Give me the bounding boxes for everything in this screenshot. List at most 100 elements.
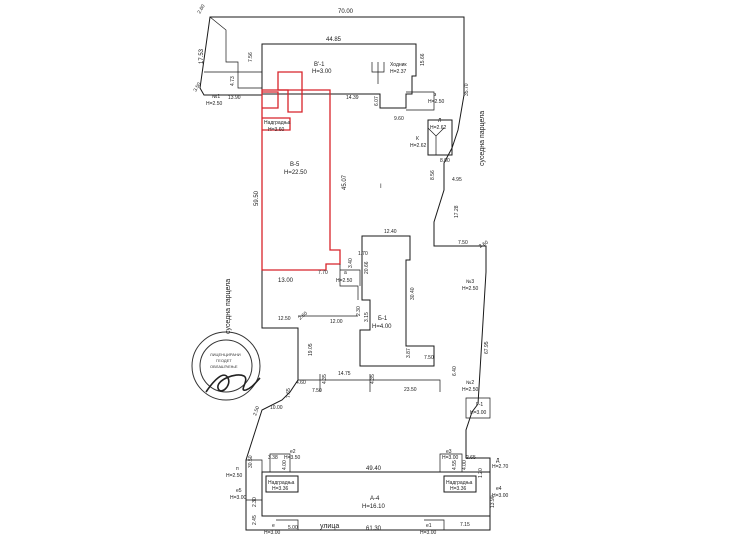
label-a-small: а H=2.50 (336, 270, 352, 284)
svg-text:H=3.00: H=3.00 (470, 410, 486, 416)
dim-23-50: 23.50 (404, 387, 417, 393)
dim-6-07: 6.07 (374, 96, 380, 106)
svg-text:H=2.50: H=2.50 (428, 99, 444, 105)
svg-text:е2: е2 (290, 449, 296, 455)
building-no1 (204, 71, 263, 88)
label-e-bottom: е H=3.00 (264, 523, 280, 536)
parcel-marker: I (380, 184, 382, 190)
svg-text:№3: №3 (466, 279, 474, 285)
svg-text:H=2.62: H=2.62 (430, 125, 446, 131)
dim-49-40: 49.40 (366, 466, 382, 472)
svg-text:ГЕОДЕТ: ГЕОДЕТ (216, 358, 232, 363)
svg-text:H=2.62: H=2.62 (410, 143, 426, 149)
svg-text:К: К (416, 136, 419, 142)
dim-15-66: 15.66 (420, 53, 426, 66)
left-street-step (246, 459, 263, 501)
dim-4-55: 4.55 (452, 460, 458, 470)
dim-4-73: 4.73 (230, 76, 236, 86)
svg-text:№2: №2 (466, 380, 474, 386)
label-d: Д H=2.70 (492, 458, 508, 470)
building-b5 (261, 89, 341, 271)
dim-7-56: 7.56 (248, 52, 254, 62)
dim-8-56: 8.56 (430, 170, 436, 180)
building-a4 (261, 471, 491, 517)
label-e4: е4 H=3.00 (492, 486, 508, 499)
svg-text:Надградња: Надградња (264, 120, 291, 126)
dim-19-05: 19.05 (308, 343, 314, 356)
label-e3: е3 H=3.00 (442, 449, 458, 461)
svg-text:H=16.10: H=16.10 (362, 504, 386, 510)
top-left-step (209, 16, 262, 89)
dim-6-40: 6.40 (452, 366, 458, 376)
building-b-prime-1 (261, 43, 417, 109)
svg-text:H=2.50: H=2.50 (462, 286, 478, 292)
svg-text:H=3.00: H=3.00 (442, 455, 458, 461)
svg-text:е: е (272, 523, 275, 529)
dim-70-00: 70.00 (338, 9, 354, 15)
dim-4-35-b: 4.35 (370, 374, 376, 384)
dim-2-45: 2.45 (252, 515, 258, 525)
svg-text:H=3.00: H=3.00 (312, 69, 332, 75)
dim-67-95: 67.95 (484, 341, 490, 354)
label-b-prime-1: В'-1 H=3.00 (312, 62, 332, 75)
courtyard-line (298, 315, 441, 392)
building-shed (371, 62, 385, 84)
svg-text:H=3.36: H=3.36 (450, 486, 466, 492)
dim-2-60-r: 2.60 (478, 240, 490, 250)
svg-text:Надградња: Надградња (446, 480, 473, 486)
building-g1 (465, 397, 491, 419)
dim-7-70: 7.70 (318, 270, 328, 276)
label-no1: №1 H=2.50 (206, 94, 222, 107)
svg-text:H=2.50: H=2.50 (336, 278, 352, 284)
svg-text:а: а (344, 270, 347, 276)
dim-4-00-a: 4.00 (282, 460, 288, 470)
label-nadgradnja-top: Надградња H=3.60 (264, 120, 291, 133)
nadgradnja-left (265, 475, 299, 493)
dim-3-87: 3.87 (406, 348, 412, 358)
neighbor-left: суседна парцела (225, 279, 232, 334)
dim-30-50: 30.50 (248, 455, 254, 468)
dim-20-66: 20.66 (364, 261, 370, 274)
dim-13-90: 13.90 (228, 95, 241, 101)
dim-14-75: 14.75 (338, 371, 351, 377)
neighbor-right: суседна парцела (479, 111, 486, 166)
street-label: улица (320, 523, 339, 530)
svg-text:H=3.00: H=3.00 (264, 530, 280, 536)
svg-text:H=3.00: H=3.00 (492, 493, 508, 499)
svg-text:е5: е5 (236, 488, 242, 494)
svg-text:H=2.70: H=2.70 (492, 464, 508, 470)
dim-3-40: 3.40 (348, 258, 354, 268)
building-notch (339, 264, 359, 300)
svg-text:Д: Д (496, 458, 500, 464)
dim-2-30: 2.30 (356, 306, 362, 316)
label-e2: е2 H=3.50 (284, 449, 300, 461)
dim-9-60: 9.60 (394, 116, 404, 122)
svg-text:Ходник: Ходник (390, 62, 407, 68)
svg-text:H=3.00: H=3.00 (420, 530, 436, 536)
label-e1: е1 H=3.00 (420, 523, 436, 536)
label-no3: №3 H=2.50 (462, 279, 478, 292)
nadgradnja-top (262, 71, 303, 131)
label-shed: Ходник H=2.37 (390, 62, 407, 75)
dim-7-50-mid: 7.50 (424, 355, 434, 361)
bottom-small-boxes (269, 453, 463, 530)
building-z (406, 91, 435, 111)
svg-text:ОВЛАШЋЕЊЕ: ОВЛАШЋЕЊЕ (210, 364, 238, 369)
dim-61-30: 61.30 (366, 526, 382, 532)
svg-text:H=3.60: H=3.60 (268, 127, 284, 133)
dim-30-40: 30.40 (410, 287, 416, 300)
building-k-hatch (427, 127, 445, 155)
dim-7-15: 7.15 (460, 522, 470, 528)
building-b1 (359, 235, 435, 367)
svg-text:В-5: В-5 (290, 162, 300, 168)
svg-text:H=2.37: H=2.37 (390, 69, 406, 75)
dim-1-70: 1.70 (358, 251, 368, 257)
svg-text:ЛИЦЕНЦИРАНИ: ЛИЦЕНЦИРАНИ (210, 352, 241, 357)
svg-text:H=3.36: H=3.36 (272, 486, 288, 492)
svg-text:H=2.50: H=2.50 (462, 387, 478, 393)
label-b1: Б-1 H=4.00 (372, 316, 392, 330)
svg-text:H=4.00: H=4.00 (372, 324, 392, 330)
parcel-boundary (199, 16, 491, 531)
building-a-small (340, 269, 361, 286)
